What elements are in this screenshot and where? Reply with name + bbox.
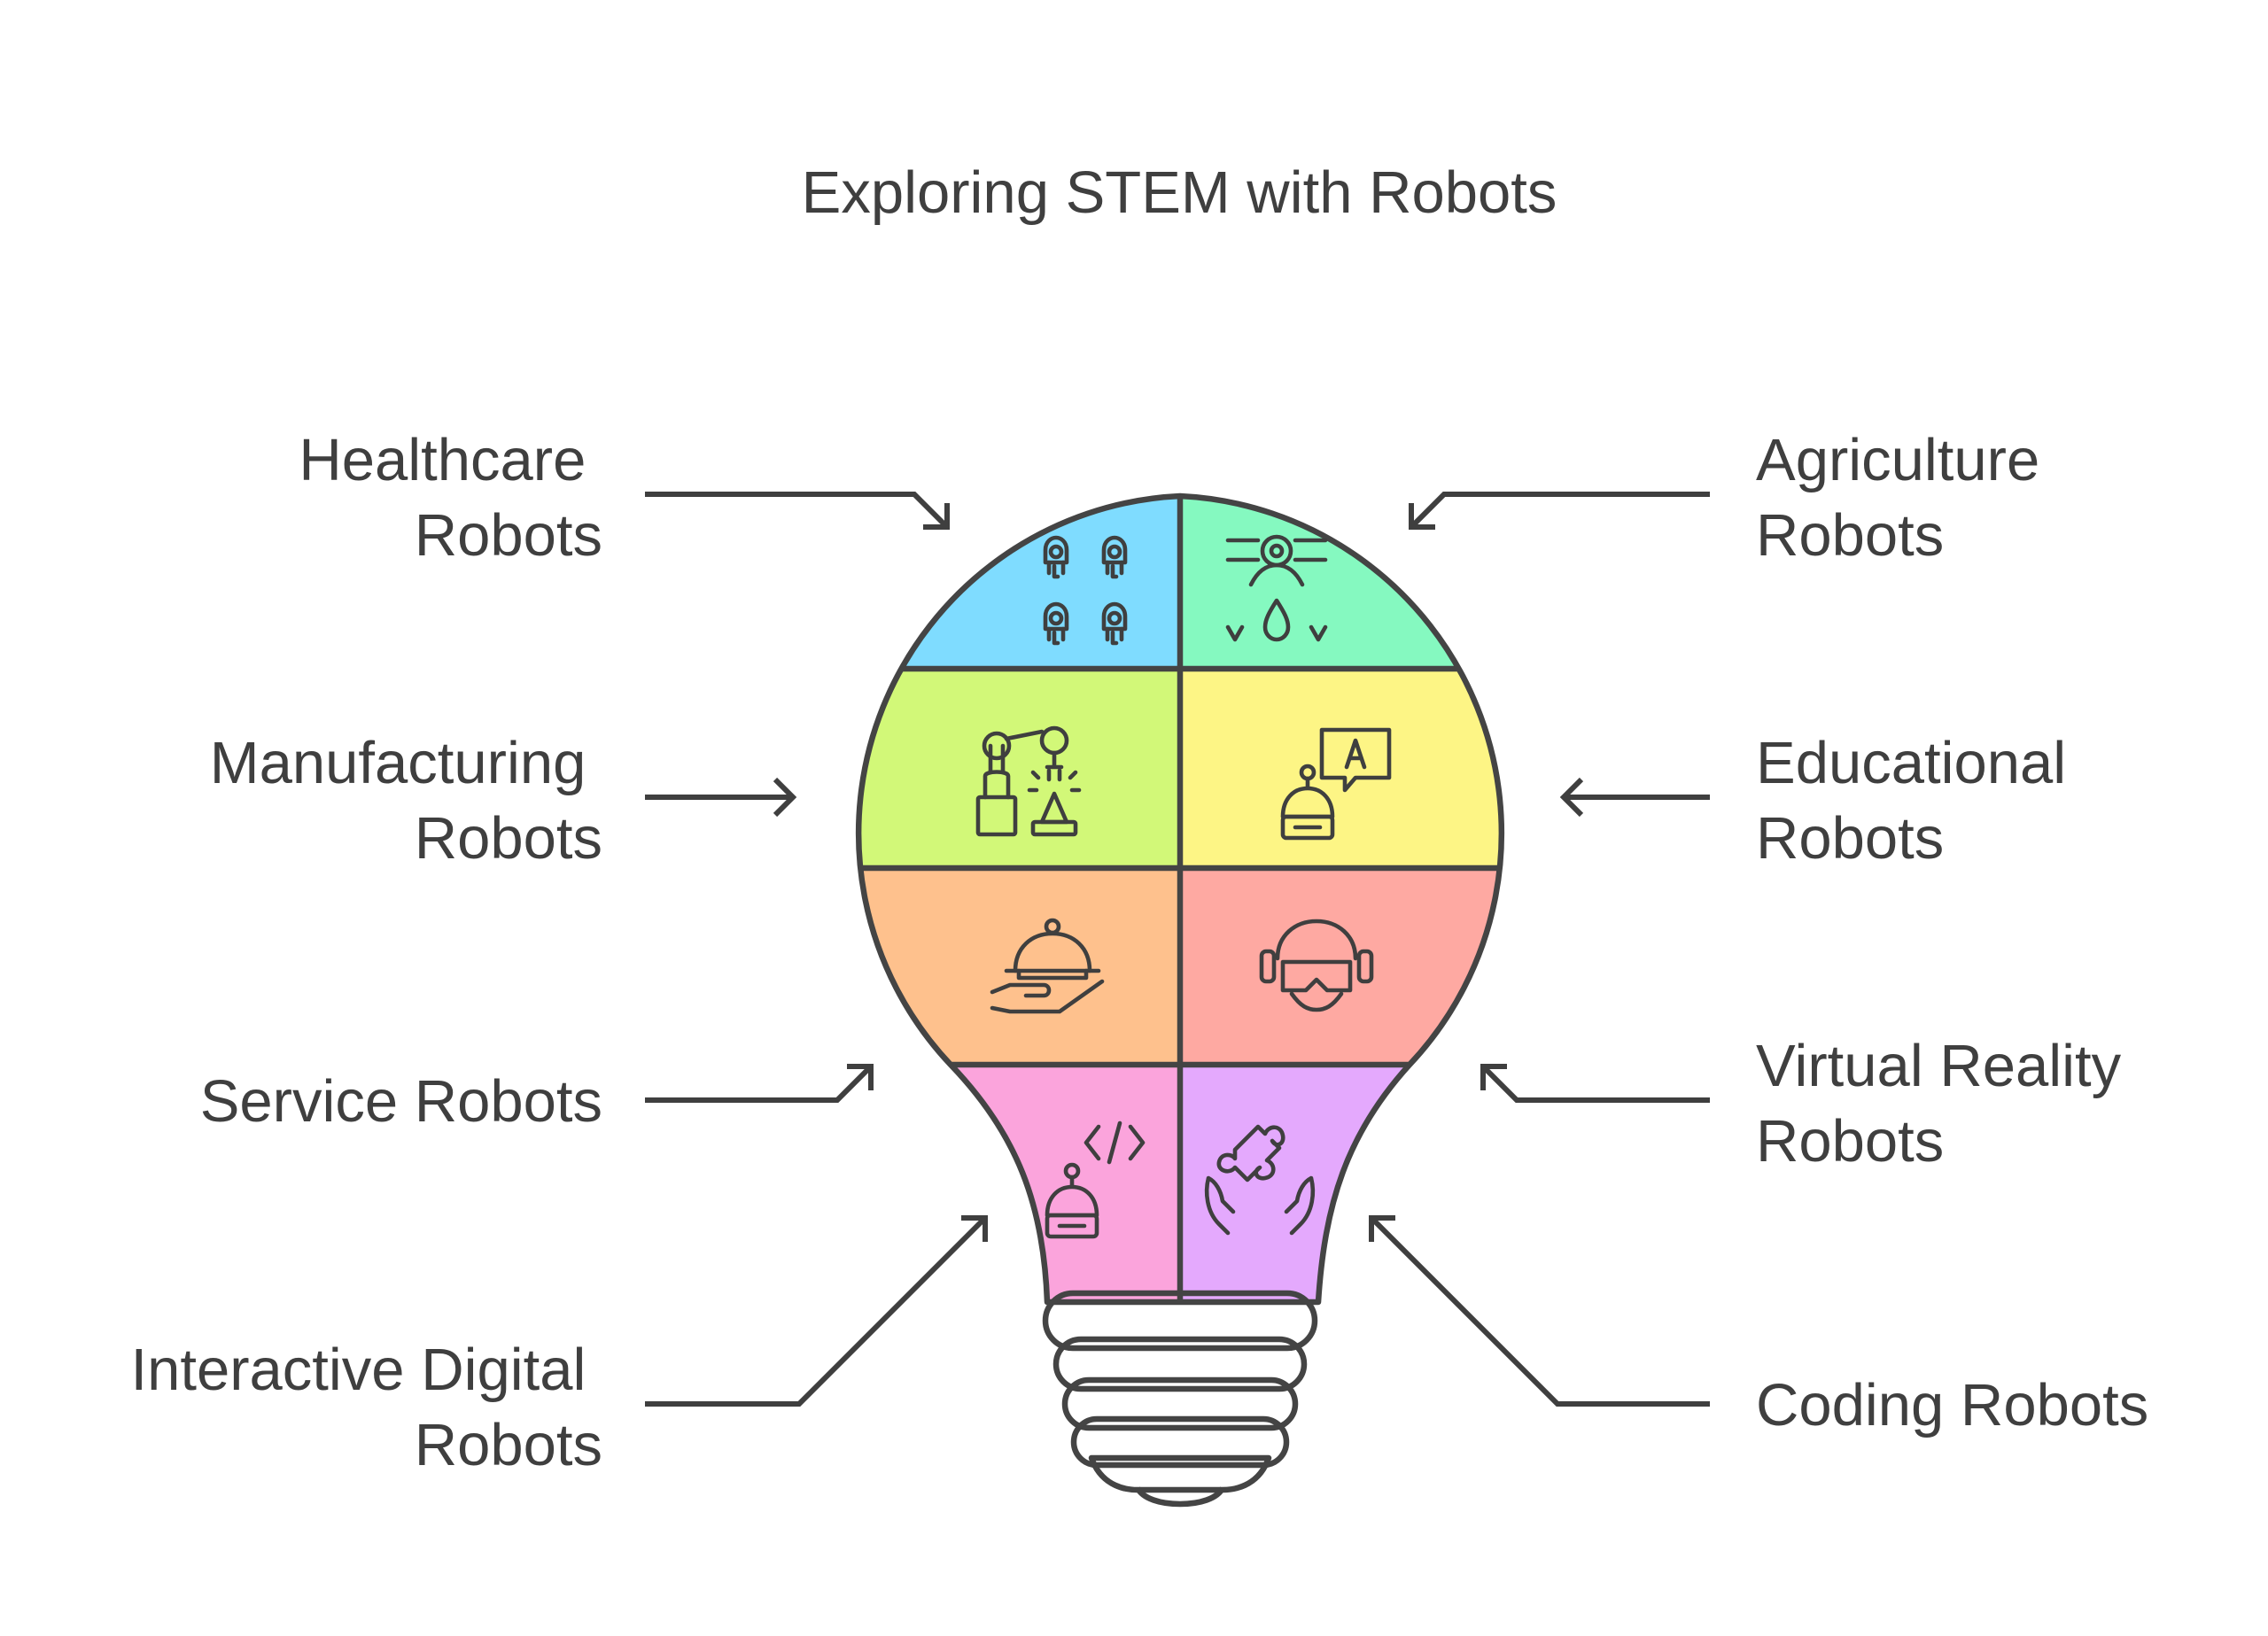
agriculture-arrow <box>1409 492 1710 530</box>
medical-robots-icon <box>1043 535 1128 646</box>
healthcare-segment <box>858 496 1180 669</box>
vr-headset-icon <box>1259 919 1374 1012</box>
interactive-digital-arrow <box>645 1215 988 1407</box>
manufacturing-arrow <box>645 777 797 818</box>
labels: Healthcare Robots Agriculture Robots Man… <box>130 427 2148 1478</box>
serving-cloche-icon <box>990 918 1105 1014</box>
service-label: Service Robots <box>200 1068 602 1135</box>
bulb-screw-base <box>1042 1290 1318 1508</box>
healthcare-arrow <box>645 492 950 530</box>
drone-watering-icon <box>1225 534 1328 642</box>
coding-segment <box>1180 1065 1502 1302</box>
agriculture-label: Agriculture Robots <box>1756 427 2056 569</box>
virtual-reality-arrow <box>1480 1064 1710 1103</box>
service-arrow <box>645 1064 874 1103</box>
manufacturing-segment <box>858 669 1180 868</box>
bulb-outline <box>855 492 1505 1306</box>
educational-label: Educational Robots <box>1756 730 2083 872</box>
coding-arrow <box>1369 1215 1710 1407</box>
virtual-reality-label: Virtual Reality Robots <box>1756 1033 2138 1175</box>
puzzle-hands-icon <box>1204 1124 1316 1236</box>
robot-speech-bubble-icon <box>1280 727 1392 841</box>
educational-segment <box>1180 669 1502 868</box>
manufacturing-label: Manufacturing Robots <box>210 730 602 872</box>
educational-arrow <box>1559 777 1710 818</box>
arrows <box>645 492 1710 1407</box>
healthcare-label: Healthcare Robots <box>299 427 602 569</box>
interactive-digital-label: Interactive Digital Robots <box>130 1337 602 1478</box>
coding-label: Coding Robots <box>1756 1372 2148 1438</box>
agriculture-segment <box>1180 496 1502 669</box>
robot-code-icon <box>1045 1120 1146 1239</box>
diagram-title: Exploring STEM with Robots <box>802 159 1557 226</box>
robotic-arm-icon <box>975 725 1082 837</box>
interactive-digital-segment <box>858 1065 1180 1302</box>
